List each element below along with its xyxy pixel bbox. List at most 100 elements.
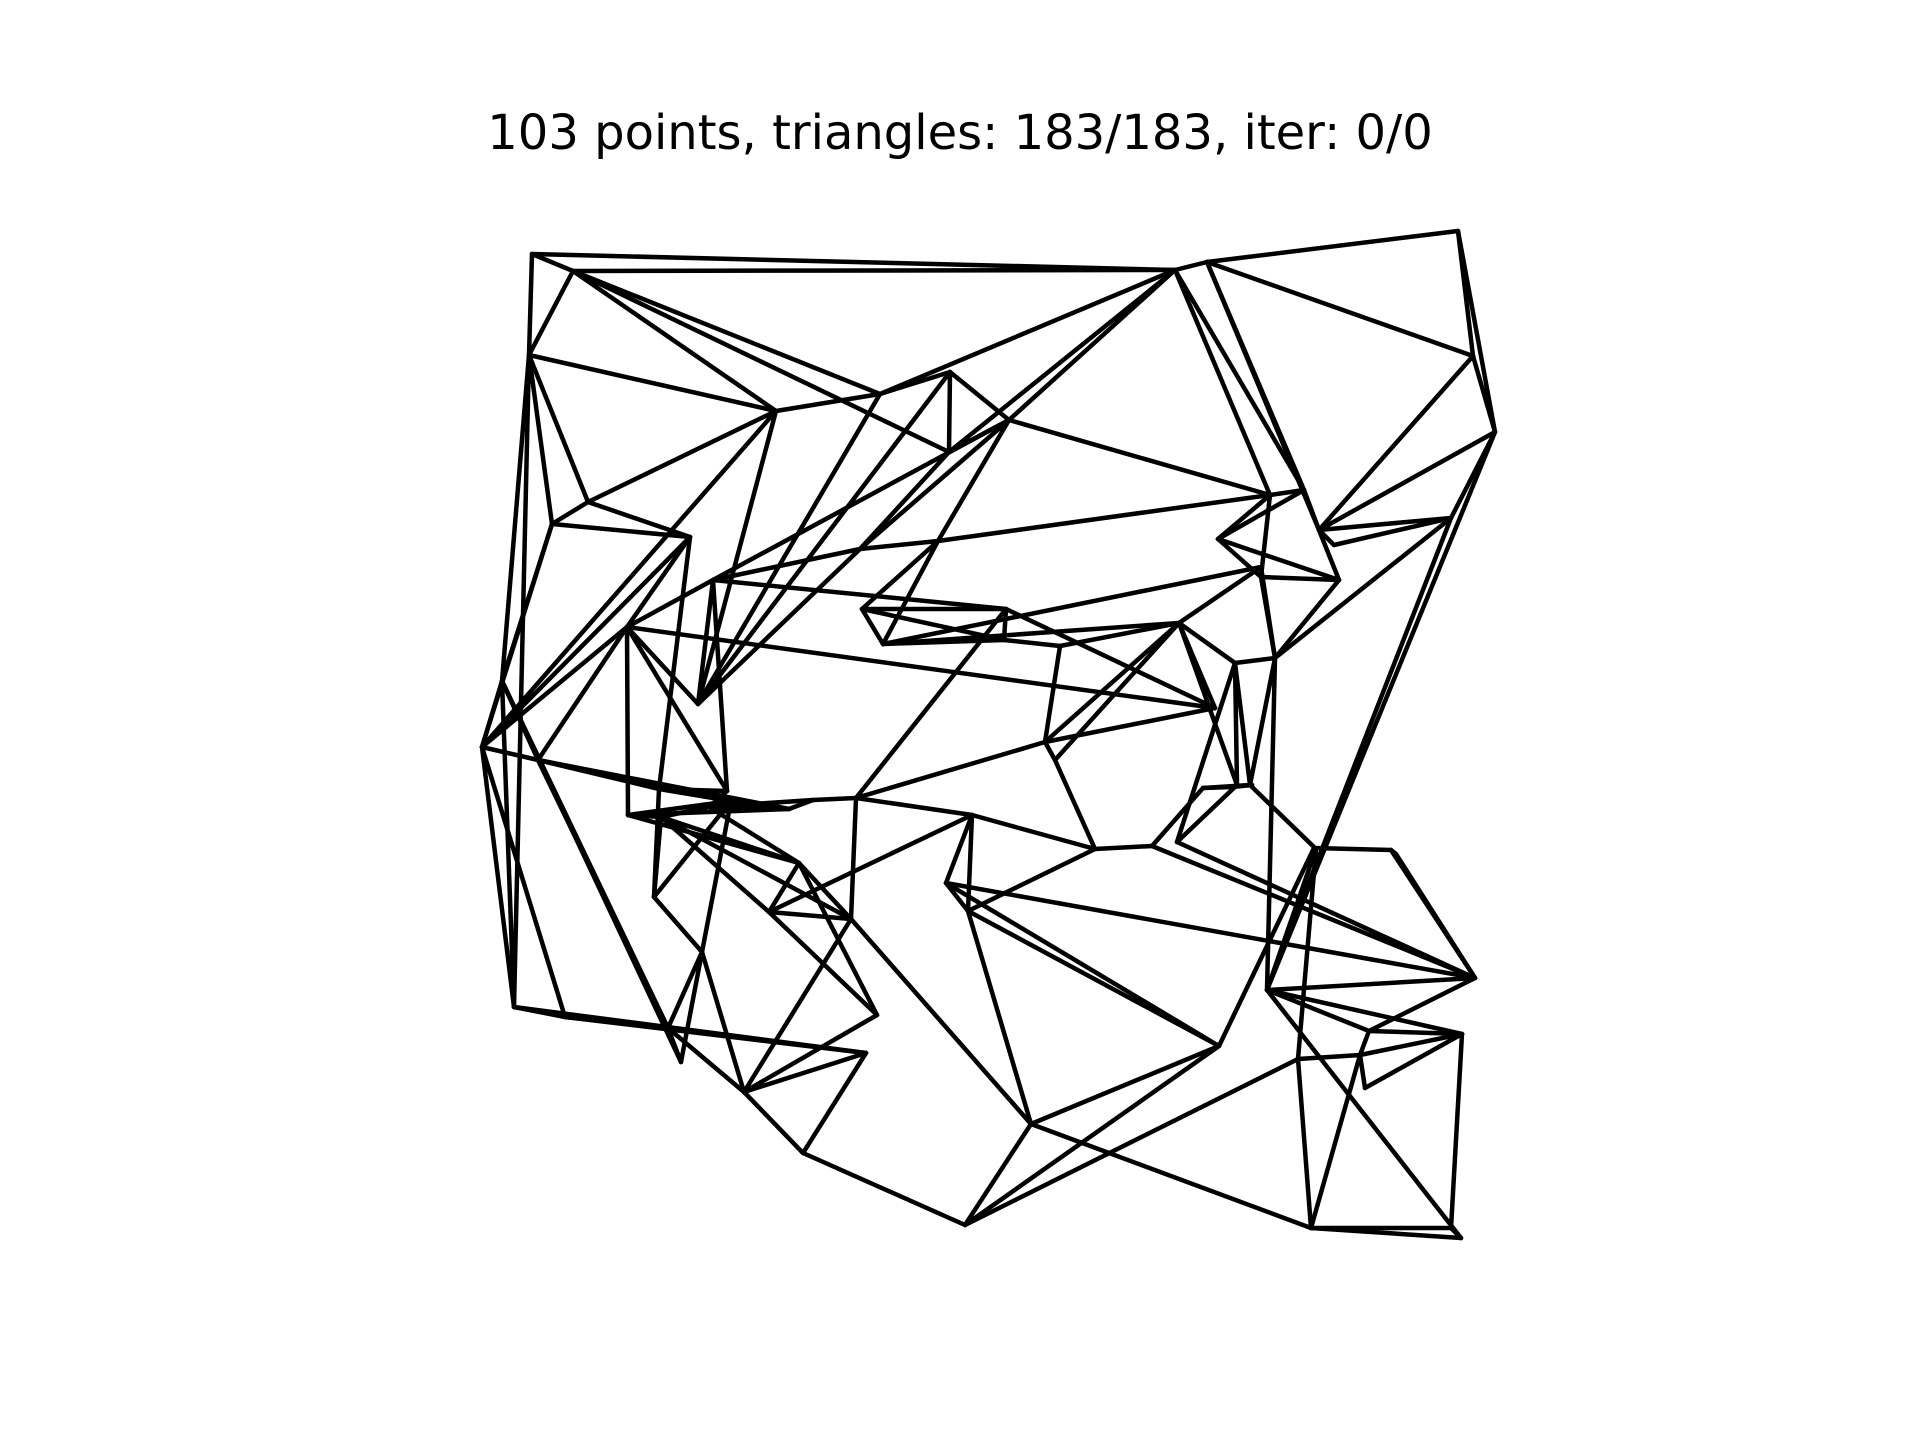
figure-title: 103 points, triangles: 183/183, iter: 0/…	[487, 105, 1433, 161]
mesh-edge	[1042, 643, 1063, 745]
mesh-edge	[526, 352, 779, 414]
mesh-edge	[962, 1121, 1034, 1228]
mesh-edge	[1272, 515, 1454, 661]
mesh-edge	[1042, 620, 1182, 745]
mesh-edge	[1172, 259, 1210, 273]
mesh-edge	[1176, 564, 1264, 626]
mesh-edge	[570, 268, 779, 414]
mesh-edge	[1204, 228, 1461, 265]
mesh-edge	[710, 577, 730, 794]
mesh-edge	[695, 369, 953, 707]
mesh-edge	[1366, 1028, 1465, 1037]
mesh-edge	[857, 538, 941, 552]
mesh-edge	[880, 564, 1264, 647]
mesh-edge	[1301, 487, 1322, 533]
mesh-edge	[947, 369, 1012, 423]
mesh-edge	[848, 795, 859, 922]
mesh-edge	[1232, 660, 1240, 788]
mesh-edge	[624, 534, 693, 630]
mesh-edge	[880, 637, 1007, 647]
mesh-edge	[699, 798, 734, 955]
mesh-edge	[535, 624, 630, 763]
mesh-edge	[1174, 782, 1240, 845]
mesh-edge	[535, 757, 792, 812]
mesh-edge	[962, 1043, 1222, 1228]
mesh-edge	[1295, 846, 1319, 1062]
mesh-edge	[526, 268, 576, 358]
mesh-edge	[1295, 1056, 1314, 1231]
mesh-edge	[1204, 259, 1476, 359]
mesh-edge	[877, 267, 1178, 397]
mesh-edge	[651, 894, 705, 955]
mesh-edge	[1028, 1121, 1314, 1231]
mesh-edge	[943, 812, 975, 886]
mesh-edge	[1028, 1043, 1222, 1127]
mesh-edge	[1264, 429, 1498, 993]
mesh-edge	[1172, 267, 1307, 493]
mesh-edge	[695, 546, 863, 707]
mesh-edge	[1316, 353, 1476, 533]
mesh-edge	[479, 744, 568, 1020]
mesh-edge	[1470, 353, 1498, 435]
mesh-edge	[695, 408, 779, 707]
mesh-edge	[859, 606, 886, 647]
mesh-edge	[853, 739, 1048, 801]
mesh-edge	[853, 606, 1009, 801]
mesh-edge	[1295, 1052, 1363, 1062]
mesh-edge	[1258, 564, 1278, 661]
mesh-edge	[499, 352, 532, 684]
mesh-edge	[585, 408, 779, 505]
mesh-edge	[624, 577, 716, 630]
mesh-edge	[800, 1050, 869, 1156]
mesh-edge	[1258, 574, 1342, 583]
mesh-edge	[656, 534, 693, 792]
mesh-edge	[695, 577, 716, 707]
mesh-edge	[706, 788, 730, 810]
mesh-edge	[658, 804, 712, 820]
mesh-edge	[1042, 705, 1218, 745]
mesh-edge	[658, 814, 854, 922]
mesh-edge	[658, 814, 802, 866]
mesh-edge	[741, 1012, 880, 1095]
mesh-edge	[1215, 487, 1307, 542]
mesh-edge	[624, 624, 631, 818]
mesh-edge	[624, 624, 730, 794]
mesh-edge	[678, 949, 705, 1065]
mesh-edge	[965, 846, 1098, 914]
mesh-edge	[710, 546, 863, 583]
mesh-edge	[1264, 655, 1278, 993]
mesh-edge	[766, 860, 802, 915]
mesh-edge	[1216, 845, 1317, 1049]
mesh-edge	[1264, 987, 1464, 1241]
mesh-edge	[965, 908, 1034, 1127]
mesh-edge	[773, 391, 883, 414]
mesh-edge	[1149, 785, 1206, 849]
mesh-edge	[1176, 620, 1238, 666]
mesh-edge	[710, 577, 1009, 612]
mesh-edge	[741, 1089, 806, 1156]
mesh-edge	[526, 251, 535, 358]
mesh-edge	[1357, 1028, 1372, 1058]
mesh-edge	[810, 795, 859, 803]
mesh-edge	[943, 880, 971, 914]
mesh-edge	[943, 880, 1478, 981]
mesh-edge	[800, 1150, 968, 1228]
mesh-edge	[665, 949, 705, 1031]
mesh-edge	[499, 678, 684, 1065]
mesh-edge	[1042, 739, 1058, 763]
mesh-edge	[1172, 267, 1273, 498]
mesh-edge	[1393, 851, 1478, 981]
mesh-edge	[1264, 987, 1465, 1037]
mesh-edge	[1006, 417, 1273, 498]
mesh-edge	[1001, 637, 1063, 649]
mesh-edge	[1311, 845, 1394, 853]
mesh-edge	[946, 267, 1178, 455]
mesh-edge	[741, 916, 854, 1095]
mesh-edge	[699, 949, 747, 1095]
mesh-edge	[1331, 515, 1454, 548]
mesh-edge	[1308, 1225, 1464, 1241]
mesh-edge	[511, 352, 532, 1010]
mesh-edge	[1316, 527, 1342, 583]
mesh-edge	[1264, 975, 1478, 993]
